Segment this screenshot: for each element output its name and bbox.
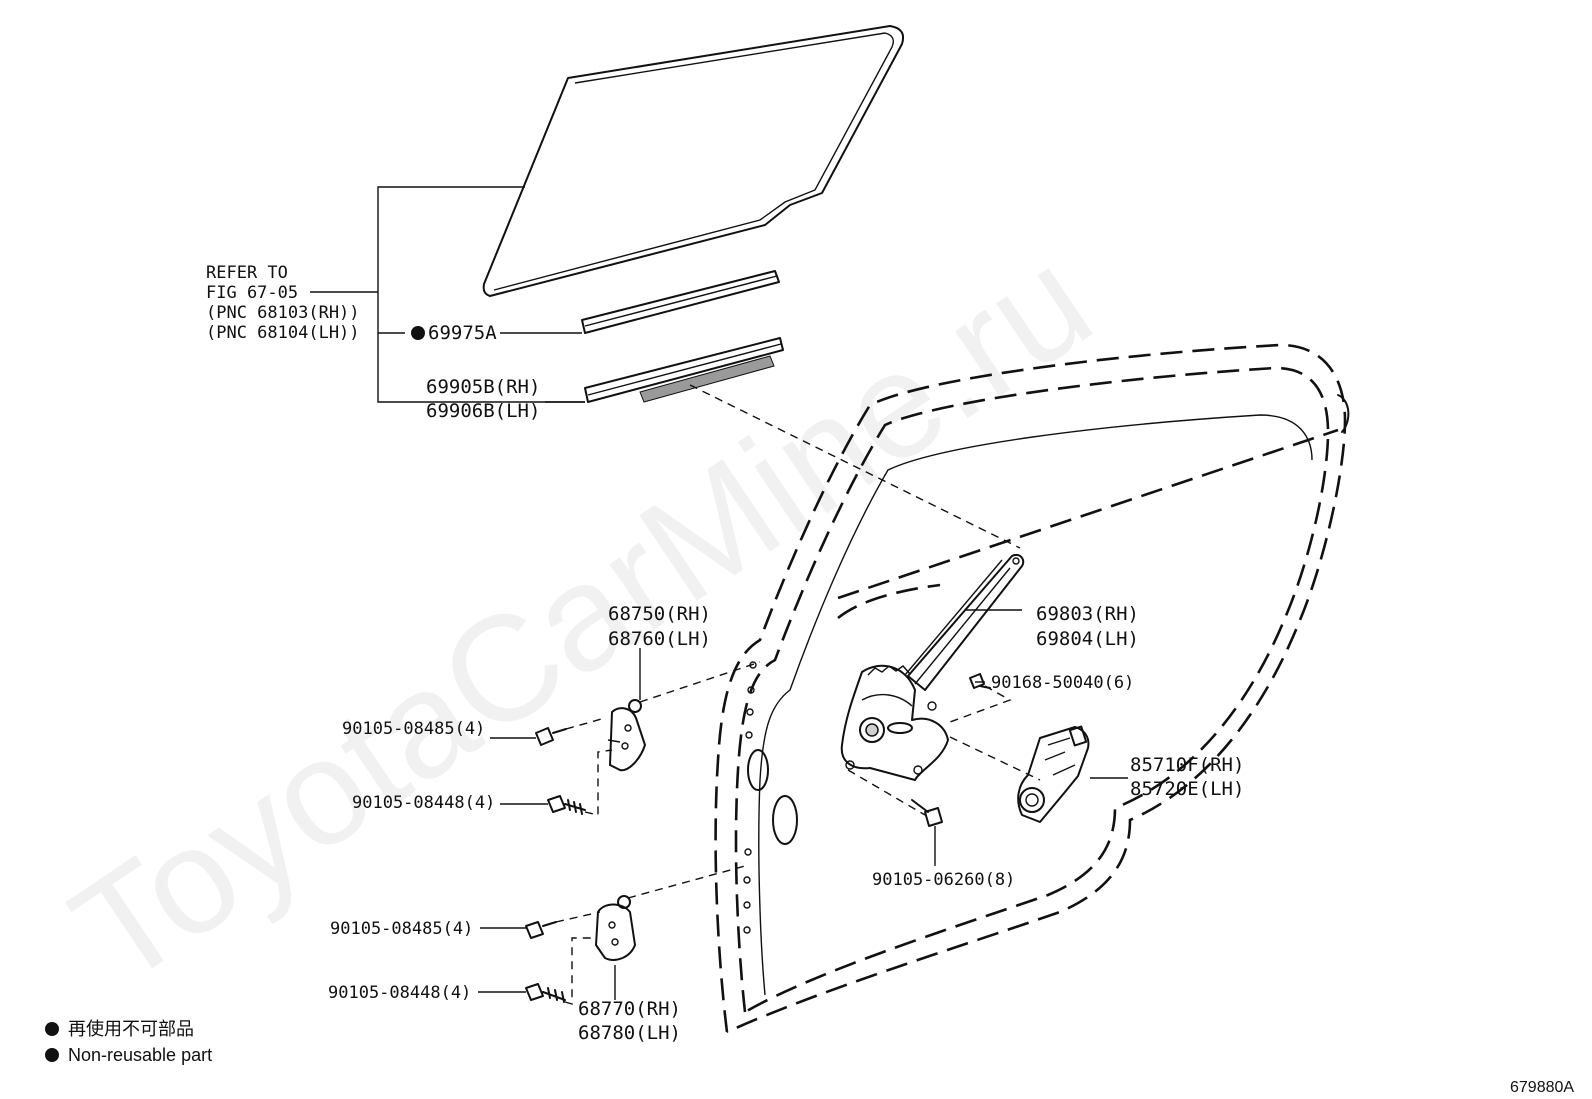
pillar-holes	[743, 661, 798, 934]
legend: 再使用不可部品 Non-reusable part	[45, 1019, 212, 1065]
label-refer-3: (PNC 68103(RH))	[206, 303, 360, 323]
label-69804: 69804(LH)	[1036, 628, 1139, 650]
upper-hinge-68750	[607, 648, 761, 772]
figure-code: 679880A	[1510, 1079, 1574, 1096]
label-refer-1: REFER TO	[206, 263, 288, 283]
bolt-90105-08448-b	[478, 937, 596, 1005]
label-90105-08448-b: 90105-08448(4)	[328, 983, 471, 1003]
window-regulator-69803	[840, 554, 1025, 816]
label-68770: 68770(RH)	[578, 998, 681, 1020]
strip-to-regulator-dash	[689, 384, 1021, 549]
label-68750: 68750(RH)	[608, 603, 711, 625]
label-68780: 68780(LH)	[578, 1022, 681, 1044]
label-90105-08485-a: 90105-08485(4)	[342, 719, 485, 739]
lower-hinge-68770	[595, 865, 746, 1000]
label-69906b: 69906B(LH)	[426, 400, 540, 422]
labels: REFER TO FIG 67-05 (PNC 68103(RH)) (PNC …	[206, 263, 1244, 1044]
label-68760: 68760(LH)	[608, 628, 711, 650]
bolt-90105-08485-a	[490, 717, 606, 746]
bolt-90105-08485-b	[480, 911, 601, 939]
legend-jp: 再使用不可部品	[68, 1019, 194, 1039]
screw-90168	[969, 673, 991, 689]
label-69905b: 69905B(RH)	[426, 376, 540, 398]
refer-bracket	[310, 186, 585, 403]
label-refer-2: FIG 67-05	[206, 283, 298, 303]
label-69975a: 69975A	[428, 322, 497, 344]
glass-run-channel-69975a	[581, 270, 780, 334]
weatherstrip-69905b	[584, 337, 784, 403]
legend-dot-jp	[45, 1022, 59, 1036]
label-90168: 90168-50040(6)	[991, 673, 1134, 693]
motor-dash	[949, 736, 1041, 781]
label-85710f: 85710F(RH)	[1130, 754, 1244, 776]
window-motor-85710f	[1017, 725, 1090, 823]
legend-dot-en	[45, 1048, 59, 1062]
label-90105-06260: 90105-06260(8)	[872, 870, 1015, 890]
label-90105-08485-b: 90105-08485(4)	[330, 919, 473, 939]
label-85720e: 85720E(LH)	[1130, 778, 1244, 800]
bolt-90105-06260	[911, 799, 943, 866]
legend-en: Non-reusable part	[68, 1045, 212, 1065]
door-glass	[482, 25, 905, 297]
screw-90168-dash	[949, 685, 1012, 723]
label-69803: 69803(RH)	[1036, 603, 1139, 625]
label-90105-08448-a: 90105-08448(4)	[352, 793, 495, 813]
non-reusable-dot	[411, 326, 425, 340]
label-refer-4: (PNC 68104(LH))	[206, 323, 360, 343]
bolt-90105-08448-a	[500, 749, 613, 816]
door-panel	[714, 343, 1350, 1034]
